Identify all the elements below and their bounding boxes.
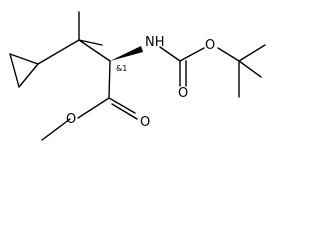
ester-carbonyl-oxygen-label: O	[140, 115, 150, 130]
carbamate-carbonyl-oxygen-label: O	[178, 86, 188, 101]
stereo-wedge-bond	[110, 46, 143, 61]
cyclopropyl-ring	[9, 53, 39, 88]
ester-ether-oxygen-label: O	[66, 112, 76, 127]
stereo-annotation: &1	[116, 64, 127, 73]
methyl-ester-group	[41, 60, 138, 141]
tert-butyl-group	[217, 44, 266, 98]
chemical-structure: NH O O O O &1	[9, 11, 266, 141]
carbamate-group	[159, 46, 205, 87]
nh-label: NH	[145, 35, 165, 50]
quaternary-carbon-group	[37, 11, 111, 65]
carbamate-ether-oxygen-label: O	[205, 38, 215, 53]
